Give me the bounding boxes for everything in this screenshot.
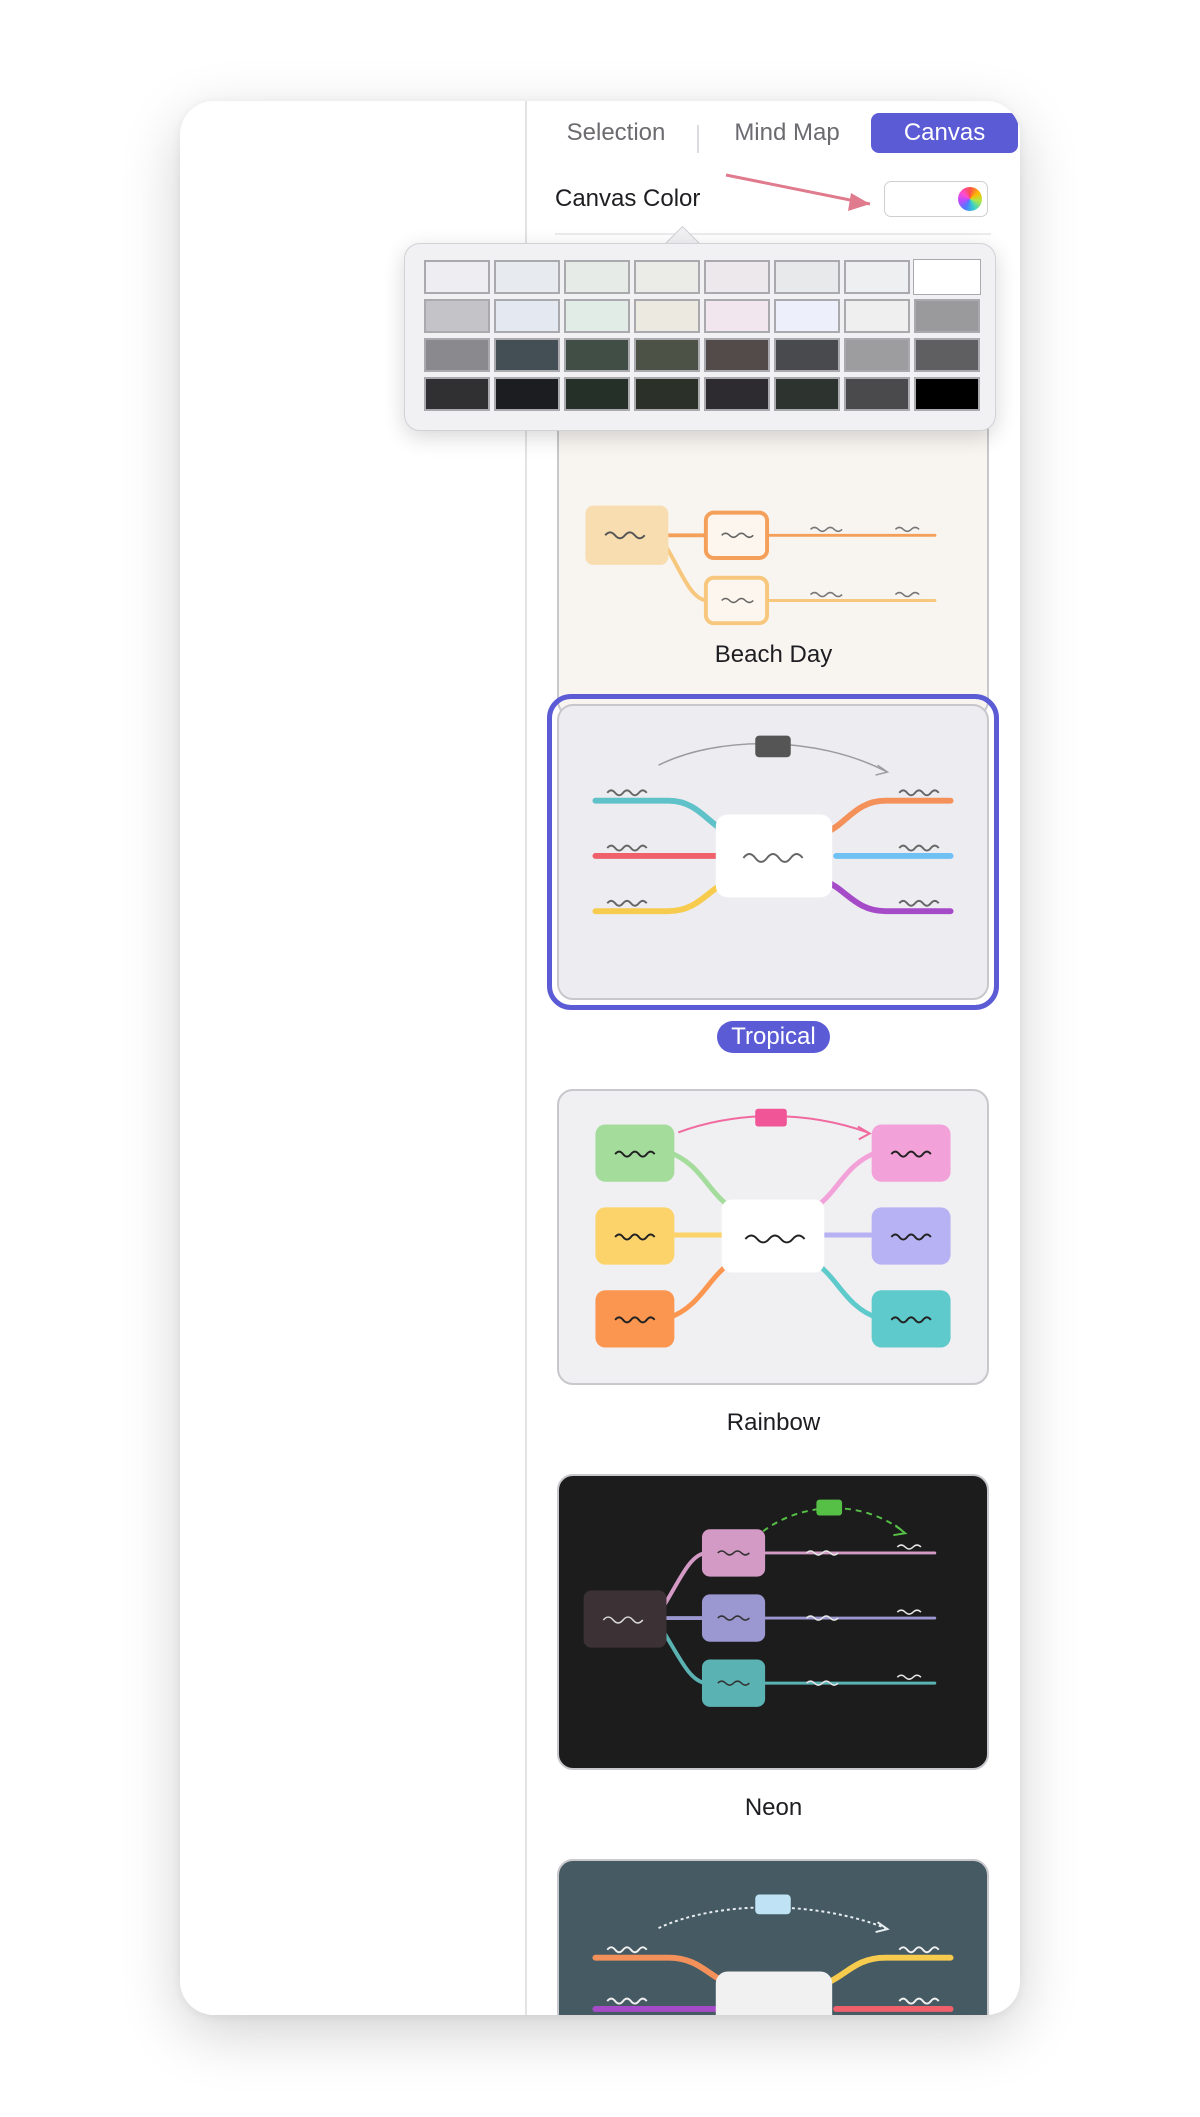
color-swatch[interactable] (494, 338, 560, 372)
color-swatch[interactable] (424, 377, 490, 411)
color-swatch[interactable] (913, 259, 981, 295)
color-swatch[interactable] (564, 377, 630, 411)
color-swatch[interactable] (844, 260, 910, 294)
selected-theme-ring (547, 694, 999, 1010)
tropical-preview (592, 735, 954, 915)
color-swatch[interactable] (704, 377, 770, 411)
tab-canvas[interactable]: Canvas (871, 113, 1018, 153)
theme-label-beach-day: Beach Day (714, 641, 833, 668)
color-swatch[interactable] (774, 299, 840, 333)
tab-separator (697, 125, 699, 153)
theme-label-rainbow: Rainbow (726, 1409, 821, 1436)
tab-selection[interactable]: Selection (566, 119, 666, 146)
color-swatch[interactable] (634, 377, 700, 411)
tropical-pill: Tropical (717, 1021, 830, 1053)
neon-preview (583, 1499, 937, 1707)
theme-label-tropical: Tropical (527, 1021, 1020, 1053)
color-swatch[interactable] (844, 299, 910, 333)
partial-theme-preview (592, 1894, 954, 2015)
theme-thumbnail-neon[interactable] (557, 1474, 989, 1770)
theme-thumbnail-beach-day[interactable] (557, 401, 989, 717)
theme-thumbnail-rainbow[interactable] (557, 1089, 989, 1385)
color-swatch[interactable] (914, 338, 980, 372)
row-separator (555, 233, 991, 235)
color-swatch[interactable] (844, 338, 910, 372)
theme-thumbnail-tropical[interactable] (557, 704, 989, 1000)
color-wheel-icon (958, 187, 982, 211)
color-swatch[interactable] (634, 299, 700, 333)
color-swatch[interactable] (494, 377, 560, 411)
color-swatch[interactable] (564, 338, 630, 372)
color-swatch[interactable] (774, 377, 840, 411)
tab-mind-map[interactable]: Mind Map (734, 119, 840, 146)
color-swatch-grid (424, 259, 981, 411)
panel-divider (525, 101, 527, 2015)
theme-label-neon: Neon (744, 1794, 803, 1821)
color-swatch[interactable] (564, 299, 630, 333)
color-swatch[interactable] (424, 260, 490, 294)
segmented-tabs: Selection Mind Map Canvas (527, 109, 1020, 155)
color-swatch[interactable] (704, 260, 770, 294)
theme-thumbnail-partial[interactable] (557, 1859, 989, 2015)
color-swatch[interactable] (914, 299, 980, 333)
color-swatch[interactable] (704, 338, 770, 372)
color-swatch[interactable] (564, 260, 630, 294)
rainbow-preview (595, 1108, 951, 1348)
color-palette-popover (404, 243, 996, 431)
color-swatch[interactable] (424, 299, 490, 333)
color-swatch[interactable] (844, 377, 910, 411)
color-swatch[interactable] (634, 260, 700, 294)
color-swatch[interactable] (424, 338, 490, 372)
color-swatch[interactable] (494, 260, 560, 294)
canvas-color-label: Canvas Color (555, 185, 701, 212)
color-swatch[interactable] (634, 338, 700, 372)
color-swatch[interactable] (914, 377, 980, 411)
canvas-color-row: Canvas Color (527, 173, 1020, 225)
color-wheel-button[interactable] (951, 181, 988, 217)
color-swatch[interactable] (774, 260, 840, 294)
inspector-window: Selection Mind Map Canvas Canvas Color (180, 101, 1020, 2015)
color-swatch[interactable] (494, 299, 560, 333)
color-swatch[interactable] (704, 299, 770, 333)
beach-day-preview (585, 505, 937, 626)
color-swatch[interactable] (774, 338, 840, 372)
canvas-color-swatch-button[interactable] (884, 181, 952, 217)
